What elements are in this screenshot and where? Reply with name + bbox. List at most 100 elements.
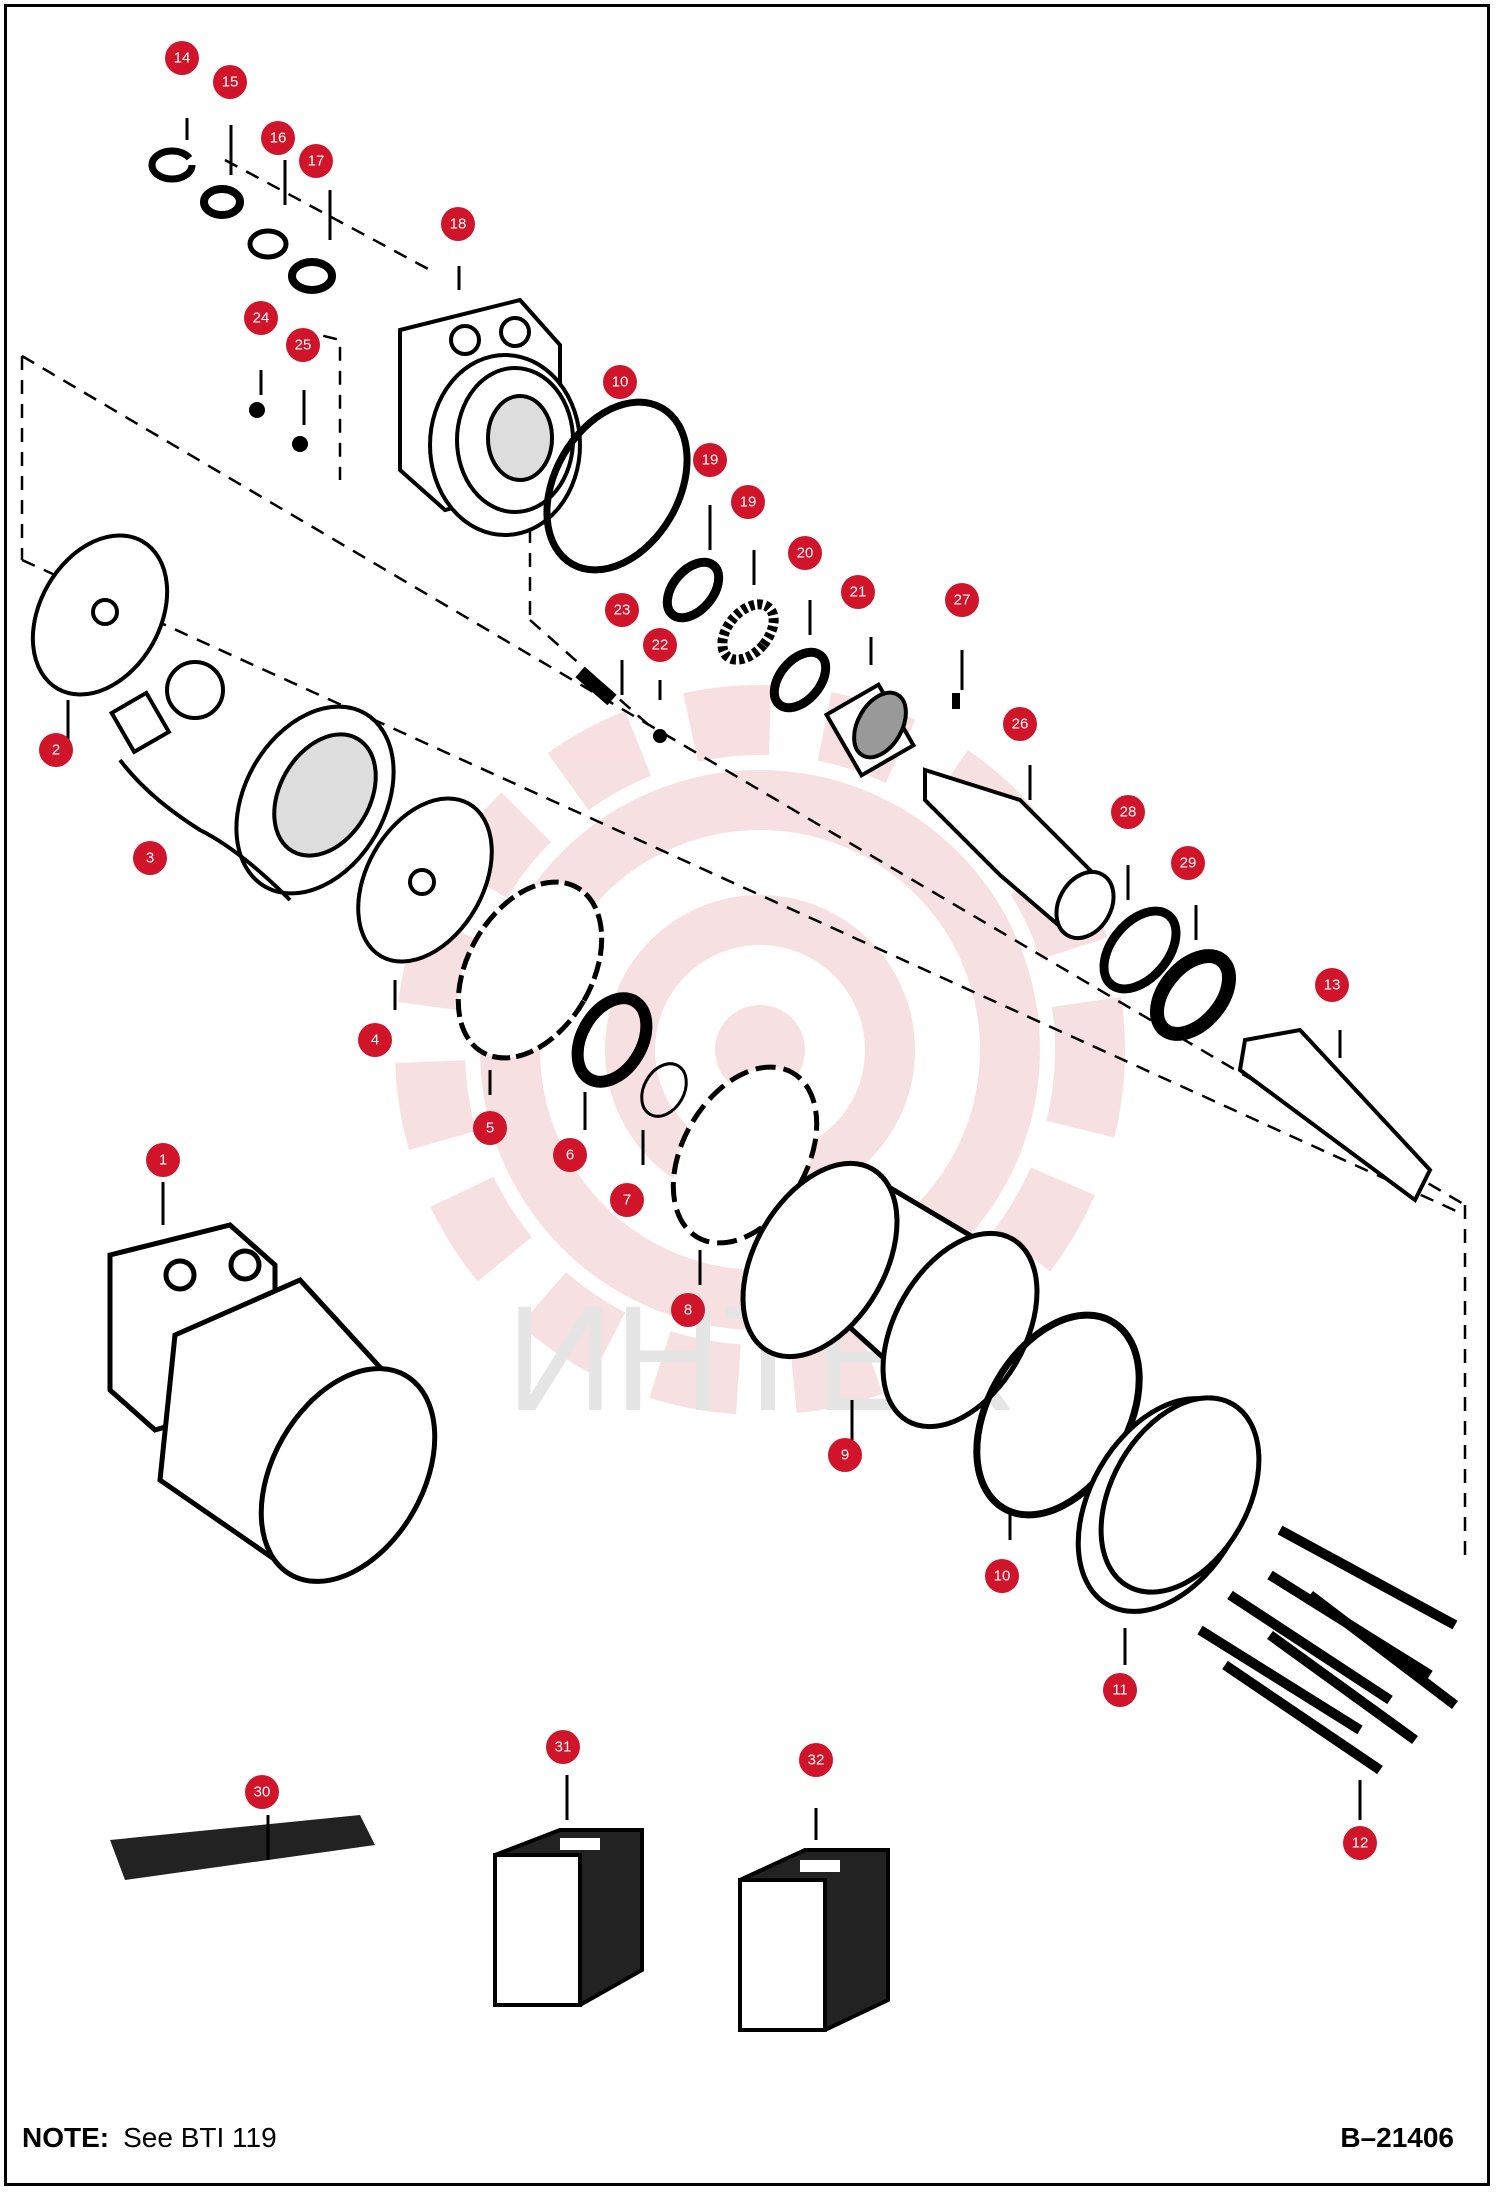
part-18-housing bbox=[398, 297, 582, 537]
part-13-output-shaft bbox=[1237, 1027, 1433, 1204]
note-label: NOTE: bbox=[22, 2122, 110, 2153]
part-7-o-ring bbox=[640, 1062, 688, 1118]
callout-label: 9 bbox=[841, 1447, 849, 1464]
part-20-thrust-bearing bbox=[717, 599, 779, 665]
callout-label: 12 bbox=[1352, 1835, 1369, 1852]
callout-label: 28 bbox=[1120, 804, 1137, 821]
callout-label: 14 bbox=[174, 50, 191, 67]
part-27-key bbox=[952, 693, 960, 709]
callout-marker bbox=[1315, 968, 1349, 1002]
note-reference: See BTI 119 bbox=[123, 2122, 277, 2153]
callout-6: 6 bbox=[553, 1138, 587, 1172]
callout-13: 13 bbox=[1315, 968, 1349, 1002]
callout-label: 5 bbox=[486, 1120, 494, 1137]
callout-15: 15 bbox=[213, 65, 247, 99]
callout-label: 3 bbox=[146, 850, 154, 867]
callout-11: 11 bbox=[1103, 1673, 1137, 1707]
callout-label: 2 bbox=[52, 742, 60, 759]
callout-8: 8 bbox=[671, 1293, 705, 1327]
callout-marker bbox=[610, 1183, 644, 1217]
callout-label: 1 bbox=[159, 1152, 167, 1169]
callout-10: 10 bbox=[985, 1559, 1019, 1593]
part-29-seal bbox=[1149, 949, 1237, 1041]
part-10-o-ring-top bbox=[543, 398, 691, 574]
callout-marker bbox=[473, 1111, 507, 1145]
callout-20: 20 bbox=[788, 536, 822, 570]
callout-label: 24 bbox=[253, 310, 270, 327]
part-21-needle-bearing bbox=[823, 681, 917, 779]
callout-19: 19 bbox=[693, 443, 727, 477]
assembly-guide-lines bbox=[20, 158, 1467, 1560]
leader-lines bbox=[66, 118, 1362, 1860]
callout-marker bbox=[985, 1559, 1019, 1593]
callout-marker bbox=[245, 1775, 279, 1809]
callout-label: 30 bbox=[254, 1784, 271, 1801]
callout-label: 13 bbox=[1324, 977, 1341, 994]
callout-9: 9 bbox=[828, 1438, 862, 1472]
callout-marker bbox=[693, 443, 727, 477]
callout-23: 23 bbox=[605, 593, 639, 627]
part-19-washer-a bbox=[662, 557, 724, 623]
callout-16: 16 bbox=[261, 121, 295, 155]
part-31-box bbox=[493, 1828, 644, 2007]
callout-label: 21 bbox=[850, 584, 867, 601]
callout-marker bbox=[945, 583, 979, 617]
callout-1: 1 bbox=[146, 1143, 180, 1177]
callout-25: 25 bbox=[286, 328, 320, 362]
callout-24: 24 bbox=[244, 301, 278, 335]
callout-marker bbox=[1111, 795, 1145, 829]
callout-marker bbox=[261, 121, 295, 155]
callout-marker bbox=[605, 593, 639, 627]
callout-marker bbox=[299, 144, 333, 178]
callout-label: 29 bbox=[1180, 855, 1197, 872]
callout-3: 3 bbox=[133, 841, 167, 875]
callout-19: 19 bbox=[731, 485, 765, 519]
callout-label: 25 bbox=[295, 337, 312, 354]
part-1-motor-assembly bbox=[107, 1222, 438, 1584]
callout-12: 12 bbox=[1343, 1826, 1377, 1860]
callout-30: 30 bbox=[245, 1775, 279, 1809]
callout-10: 10 bbox=[603, 365, 637, 399]
callout-marker bbox=[146, 1143, 180, 1177]
callout-markers: 1234567891010111213141516171819192021222… bbox=[39, 41, 1377, 1860]
parts-15-17-seals bbox=[200, 185, 336, 294]
part-22-ball bbox=[653, 729, 667, 743]
document-id: B–21406 bbox=[1340, 2122, 1454, 2153]
callout-marker bbox=[1343, 1826, 1377, 1860]
callout-marker bbox=[1003, 707, 1037, 741]
callout-marker bbox=[286, 328, 320, 362]
part-12-bolts bbox=[1197, 1525, 1459, 1775]
callout-17: 17 bbox=[299, 144, 333, 178]
callout-label: 17 bbox=[308, 153, 325, 170]
callout-marker bbox=[1171, 846, 1205, 880]
callout-4: 4 bbox=[358, 1023, 392, 1057]
callout-marker bbox=[828, 1438, 862, 1472]
callout-label: 32 bbox=[808, 1752, 825, 1769]
part-19-washer-b bbox=[769, 647, 831, 713]
part-32-box bbox=[738, 1848, 890, 2032]
callout-22: 22 bbox=[643, 628, 677, 662]
callout-label: 22 bbox=[652, 637, 669, 654]
callout-21: 21 bbox=[841, 575, 875, 609]
callout-26: 26 bbox=[1003, 707, 1037, 741]
callout-label: 15 bbox=[222, 74, 239, 91]
callout-18: 18 bbox=[441, 207, 475, 241]
callout-label: 20 bbox=[797, 545, 814, 562]
callout-28: 28 bbox=[1111, 795, 1145, 829]
callout-label: 7 bbox=[623, 1192, 631, 1209]
part-9-sleeve bbox=[740, 1160, 1040, 1430]
callout-marker bbox=[39, 733, 73, 767]
part-23-pin bbox=[575, 666, 617, 706]
diagram-frame bbox=[4, 4, 1490, 2186]
callout-label: 31 bbox=[555, 1739, 572, 1756]
part-14-snap-ring bbox=[148, 147, 196, 183]
callout-marker bbox=[358, 1023, 392, 1057]
part-11-end-cap bbox=[1075, 1395, 1262, 1614]
callout-label: 8 bbox=[684, 1302, 692, 1319]
callout-marker bbox=[788, 536, 822, 570]
part-3-gerotor-set bbox=[108, 660, 396, 902]
part-26-drive-shaft bbox=[923, 767, 1116, 940]
callout-marker bbox=[213, 65, 247, 99]
callout-label: 19 bbox=[702, 452, 719, 469]
